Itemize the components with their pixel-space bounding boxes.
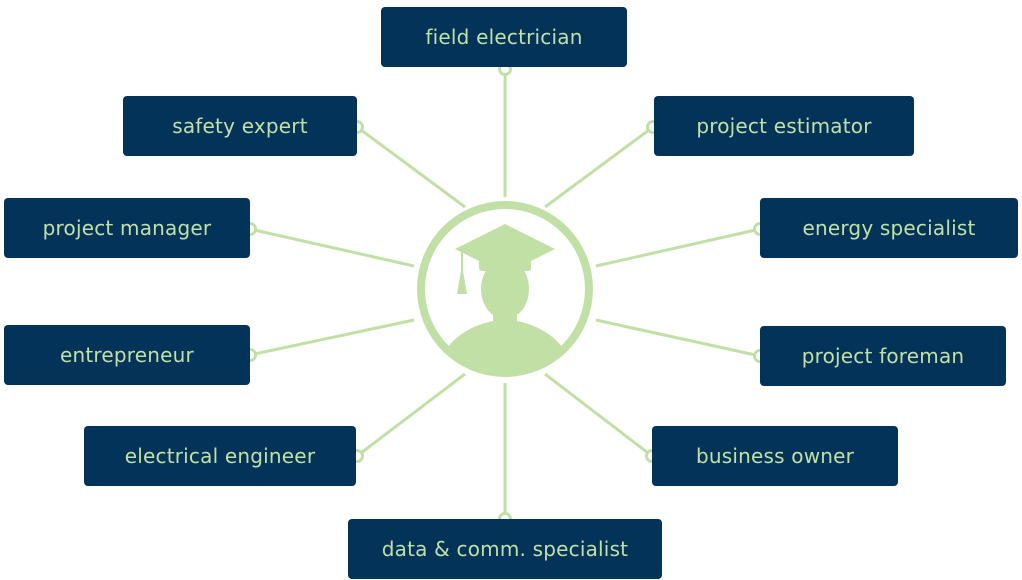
career-label: business owner bbox=[695, 444, 855, 468]
career-field-electrician: field electrician bbox=[381, 7, 627, 67]
connector-project-estimator bbox=[544, 125, 654, 209]
career-label: project estimator bbox=[696, 114, 872, 138]
career-business-owner: business owner bbox=[652, 426, 898, 486]
career-label: entrepreneur bbox=[60, 343, 194, 367]
career-electrical-engineer: electrical engineer bbox=[84, 426, 356, 486]
career-label: field electrician bbox=[425, 25, 583, 49]
career-energy-specialist: energy specialist bbox=[760, 198, 1018, 258]
connector-project-manager bbox=[249, 227, 415, 268]
connector-safety-expert bbox=[356, 125, 466, 209]
connector-entrepreneur bbox=[249, 318, 415, 357]
career-label: project manager bbox=[42, 216, 212, 240]
connector-business-owner bbox=[544, 372, 653, 458]
career-data-comm-specialist: data & comm. specialist bbox=[348, 519, 662, 579]
career-label: data & comm. specialist bbox=[381, 537, 629, 561]
career-safety-expert: safety expert bbox=[123, 96, 357, 156]
career-project-manager: project manager bbox=[4, 198, 250, 258]
career-label: electrical engineer bbox=[124, 444, 316, 468]
career-entrepreneur: entrepreneur bbox=[4, 325, 250, 385]
connector-energy-specialist bbox=[595, 227, 761, 268]
career-project-foreman: project foreman bbox=[760, 326, 1006, 386]
hub-circle bbox=[417, 201, 593, 377]
connector-project-foreman bbox=[595, 318, 761, 358]
career-label: project foreman bbox=[801, 344, 965, 368]
career-label: safety expert bbox=[172, 114, 308, 138]
connector-electrical-engineer bbox=[356, 372, 466, 458]
career-project-estimator: project estimator bbox=[654, 96, 914, 156]
career-label: energy specialist bbox=[802, 216, 976, 240]
